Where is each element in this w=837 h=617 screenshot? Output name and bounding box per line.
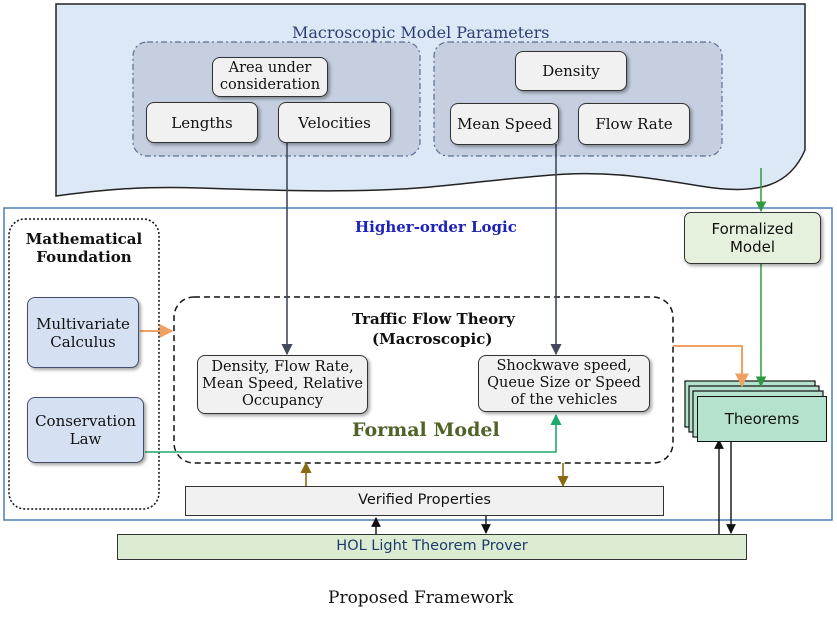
math-title: Mathematical Foundation bbox=[25, 230, 143, 266]
hol-title: Higher-order Logic bbox=[355, 218, 517, 236]
theorems-box: Theorems bbox=[697, 396, 827, 442]
density-box: Density bbox=[515, 51, 627, 91]
multivariate-box: Multivariate Calculus bbox=[27, 297, 139, 368]
mean-speed-box: Mean Speed bbox=[450, 103, 559, 145]
lengths-box: Lengths bbox=[146, 102, 258, 143]
conservation-box: Conservation Law bbox=[27, 397, 144, 463]
arrow-conservation-to-shockwave bbox=[145, 413, 562, 453]
verified-properties-bar: Verified Properties bbox=[185, 486, 664, 516]
traffic-title: Traffic Flow Theory bbox=[352, 310, 515, 328]
hol-prover-bar: HOL Light Theorem Prover bbox=[117, 534, 747, 560]
area-box: Area under consideration bbox=[212, 57, 328, 97]
flow-rate-box: Flow Rate bbox=[578, 103, 690, 145]
traffic-subtitle: (Macroscopic) bbox=[372, 330, 493, 348]
macro-title: Macroscopic Model Parameters bbox=[292, 23, 550, 42]
figure-caption: Proposed Framework bbox=[328, 588, 514, 608]
traffic-group bbox=[173, 296, 674, 464]
formal-model-label: Formal Model bbox=[352, 419, 500, 441]
formal-quantities-box: Density, Flow Rate, Mean Speed, Relative… bbox=[197, 355, 368, 414]
velocities-box: Velocities bbox=[278, 102, 391, 143]
hol-frame bbox=[3, 207, 833, 521]
formalized-model-box: Formalized Model bbox=[684, 212, 821, 264]
shockwave-box: Shockwave speed, Queue Size or Speed of … bbox=[478, 355, 650, 412]
arrow-traffic-to-theorems bbox=[673, 345, 749, 388]
